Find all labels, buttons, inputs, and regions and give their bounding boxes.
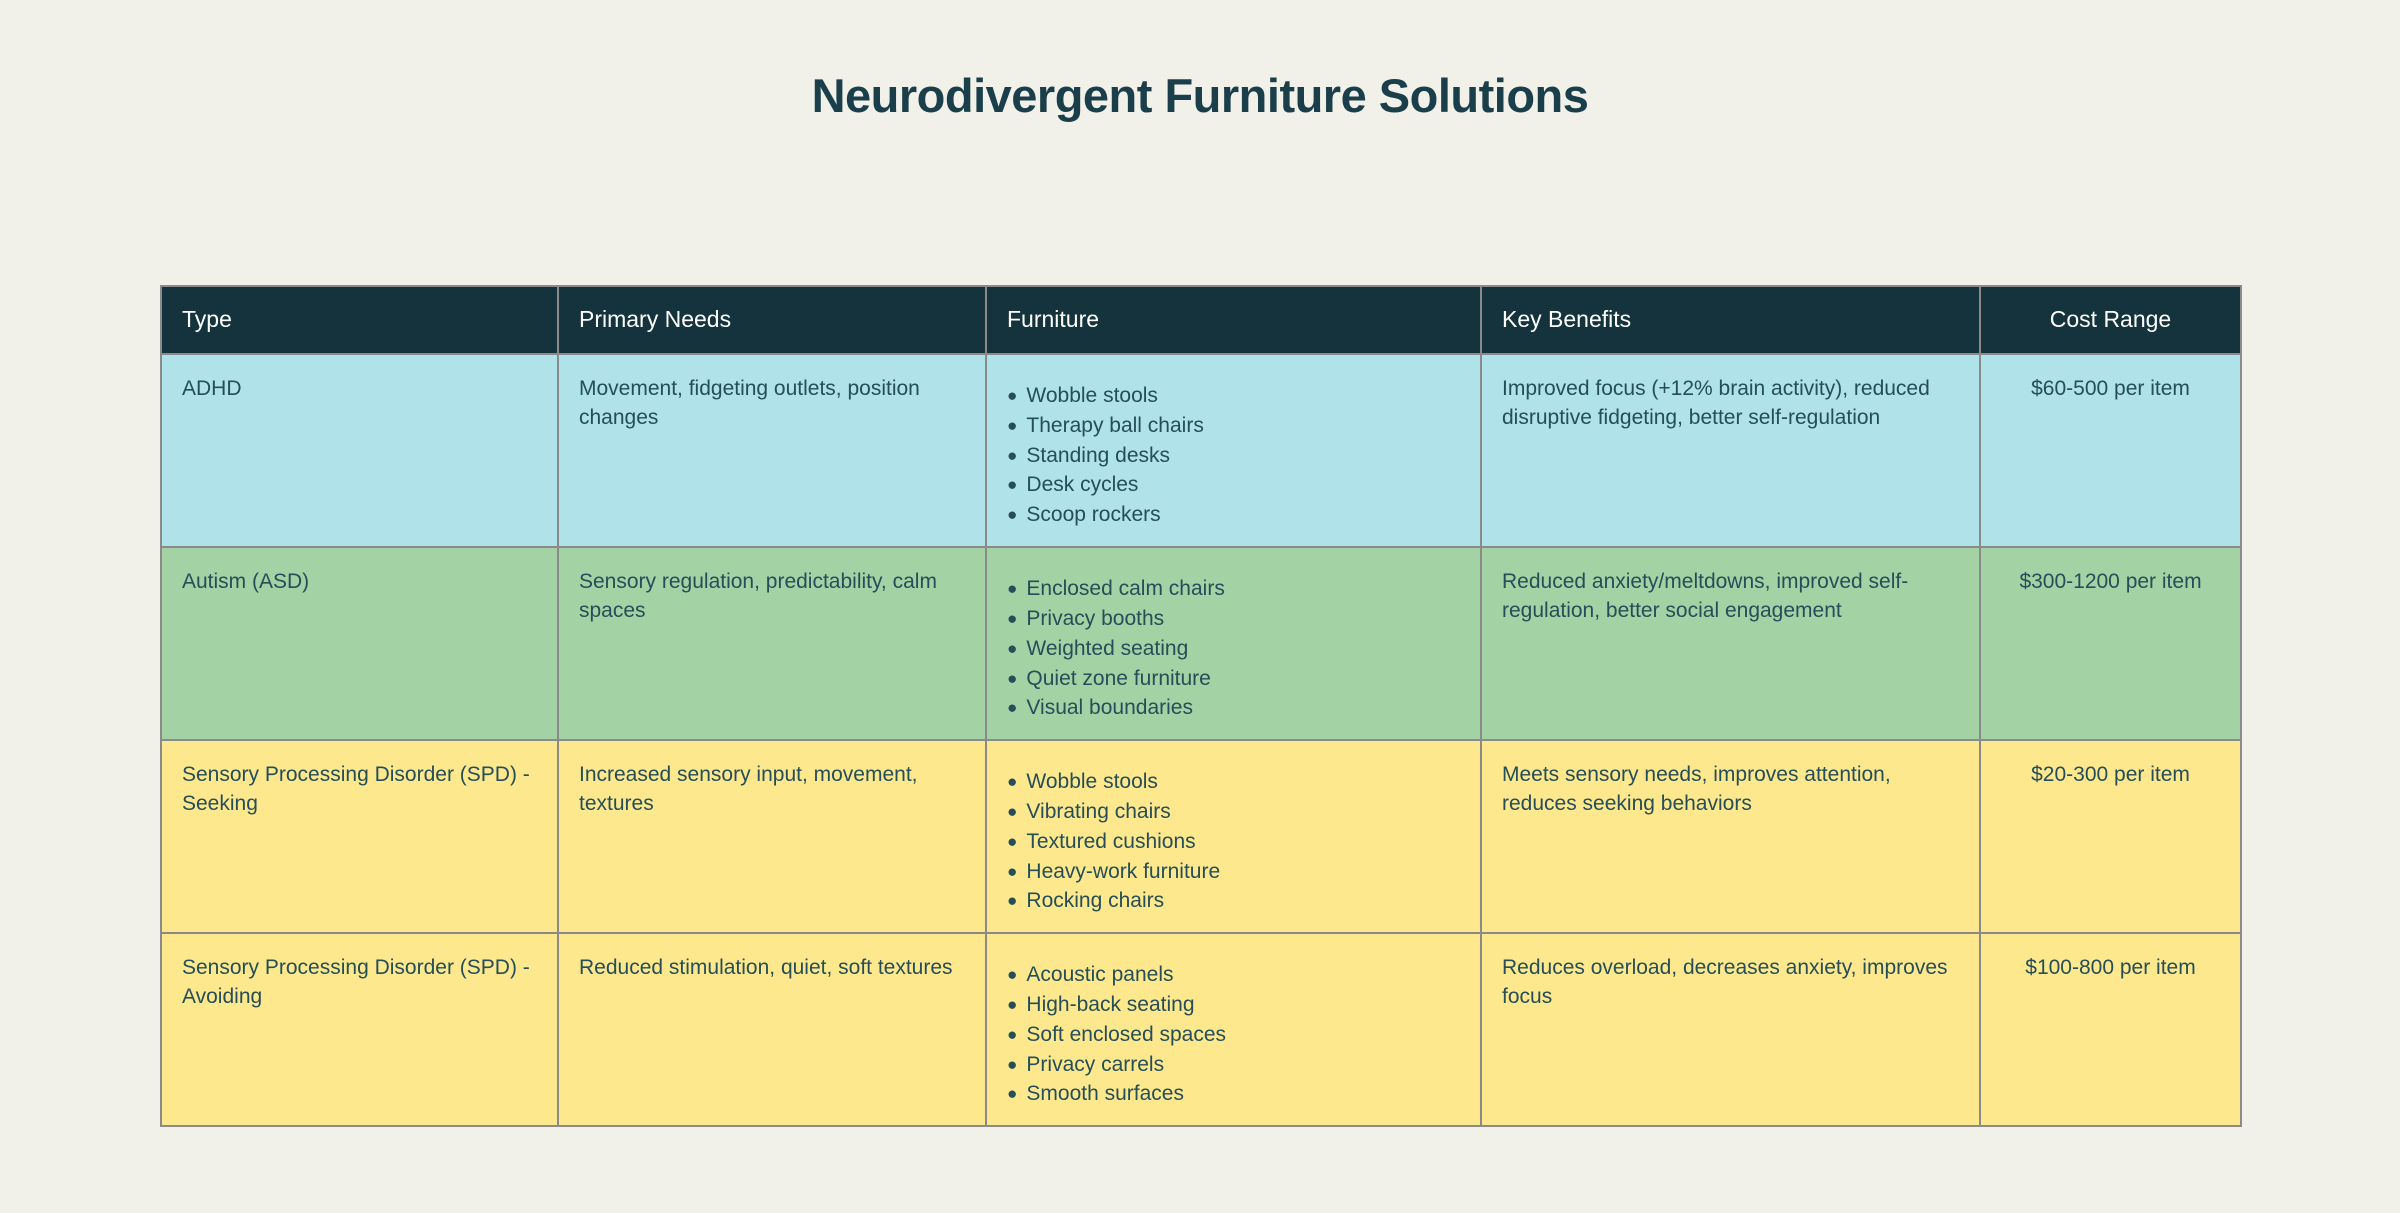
- table-row-spd-seeking: Sensory Processing Disorder (SPD) - Seek…: [160, 739, 2242, 935]
- furniture-item: Vibrating chairs: [1007, 797, 1460, 827]
- furniture-item: Privacy booths: [1007, 604, 1460, 634]
- furniture-cell: Acoustic panels High-back seating Soft e…: [985, 932, 1482, 1128]
- furniture-item: High-back seating: [1007, 990, 1460, 1020]
- column-header-primary-needs: Primary Needs: [557, 285, 987, 355]
- furniture-list: Acoustic panels High-back seating Soft e…: [1007, 960, 1460, 1109]
- furniture-cell: Wobble stools Vibrating chairs Textured …: [985, 739, 1482, 935]
- furniture-item: Heavy-work furniture: [1007, 857, 1460, 887]
- type-cell: Sensory Processing Disorder (SPD) - Avoi…: [160, 932, 559, 1128]
- cost-range-cell: $20-300 per item: [1979, 739, 2242, 935]
- furniture-item: Privacy carrels: [1007, 1050, 1460, 1080]
- furniture-item: Scoop rockers: [1007, 500, 1460, 530]
- primary-needs-cell: Increased sensory input, movement, textu…: [557, 739, 987, 935]
- primary-needs-cell: Sensory regulation, predictability, calm…: [557, 546, 987, 742]
- table-body: ADHD Movement, fidgeting outlets, positi…: [160, 352, 2242, 1128]
- furniture-item: Acoustic panels: [1007, 960, 1460, 990]
- type-cell: Sensory Processing Disorder (SPD) - Seek…: [160, 739, 559, 935]
- furniture-item: Soft enclosed spaces: [1007, 1020, 1460, 1050]
- key-benefits-cell: Improved focus (+12% brain activity), re…: [1480, 352, 1981, 549]
- furniture-item: Rocking chairs: [1007, 886, 1460, 916]
- cost-range-cell: $60-500 per item: [1979, 352, 2242, 549]
- furniture-item: Desk cycles: [1007, 470, 1460, 500]
- primary-needs-cell: Reduced stimulation, quiet, soft texture…: [557, 932, 987, 1128]
- furniture-cell: Enclosed calm chairs Privacy booths Weig…: [985, 546, 1482, 742]
- table-row-spd-avoiding: Sensory Processing Disorder (SPD) - Avoi…: [160, 932, 2242, 1128]
- column-header-furniture: Furniture: [985, 285, 1482, 355]
- header-row: Type Primary Needs Furniture Key Benefit…: [160, 285, 2242, 355]
- column-header-type: Type: [160, 285, 559, 355]
- table-row-autism: Autism (ASD) Sensory regulation, predict…: [160, 546, 2242, 742]
- table-header: Type Primary Needs Furniture Key Benefit…: [160, 285, 2242, 355]
- furniture-item: Wobble stools: [1007, 767, 1460, 797]
- key-benefits-cell: Reduced anxiety/meltdowns, improved self…: [1480, 546, 1981, 742]
- table-row-adhd: ADHD Movement, fidgeting outlets, positi…: [160, 352, 2242, 549]
- column-header-key-benefits: Key Benefits: [1480, 285, 1981, 355]
- type-cell: ADHD: [160, 352, 559, 549]
- furniture-item: Weighted seating: [1007, 634, 1460, 664]
- furniture-item: Therapy ball chairs: [1007, 411, 1460, 441]
- furniture-table: Type Primary Needs Furniture Key Benefit…: [160, 285, 2242, 1128]
- furniture-cell: Wobble stools Therapy ball chairs Standi…: [985, 352, 1482, 549]
- type-cell: Autism (ASD): [160, 546, 559, 742]
- key-benefits-cell: Reduces overload, decreases anxiety, imp…: [1480, 932, 1981, 1128]
- furniture-item: Wobble stools: [1007, 381, 1460, 411]
- furniture-item: Enclosed calm chairs: [1007, 574, 1460, 604]
- page-title: Neurodivergent Furniture Solutions: [811, 69, 1589, 122]
- cost-range-cell: $300-1200 per item: [1979, 546, 2242, 742]
- furniture-list: Wobble stools Vibrating chairs Textured …: [1007, 767, 1460, 916]
- cost-range-cell: $100-800 per item: [1979, 932, 2242, 1128]
- key-benefits-cell: Meets sensory needs, improves attention,…: [1480, 739, 1981, 935]
- furniture-item: Standing desks: [1007, 441, 1460, 471]
- furniture-item: Smooth surfaces: [1007, 1079, 1460, 1109]
- furniture-item: Visual boundaries: [1007, 693, 1460, 723]
- furniture-list: Enclosed calm chairs Privacy booths Weig…: [1007, 574, 1460, 723]
- furniture-table-container: Type Primary Needs Furniture Key Benefit…: [160, 285, 2242, 1128]
- column-header-cost-range: Cost Range: [1979, 285, 2242, 355]
- furniture-item: Textured cushions: [1007, 827, 1460, 857]
- furniture-item: Quiet zone furniture: [1007, 664, 1460, 694]
- primary-needs-cell: Movement, fidgeting outlets, position ch…: [557, 352, 987, 549]
- furniture-list: Wobble stools Therapy ball chairs Standi…: [1007, 381, 1460, 530]
